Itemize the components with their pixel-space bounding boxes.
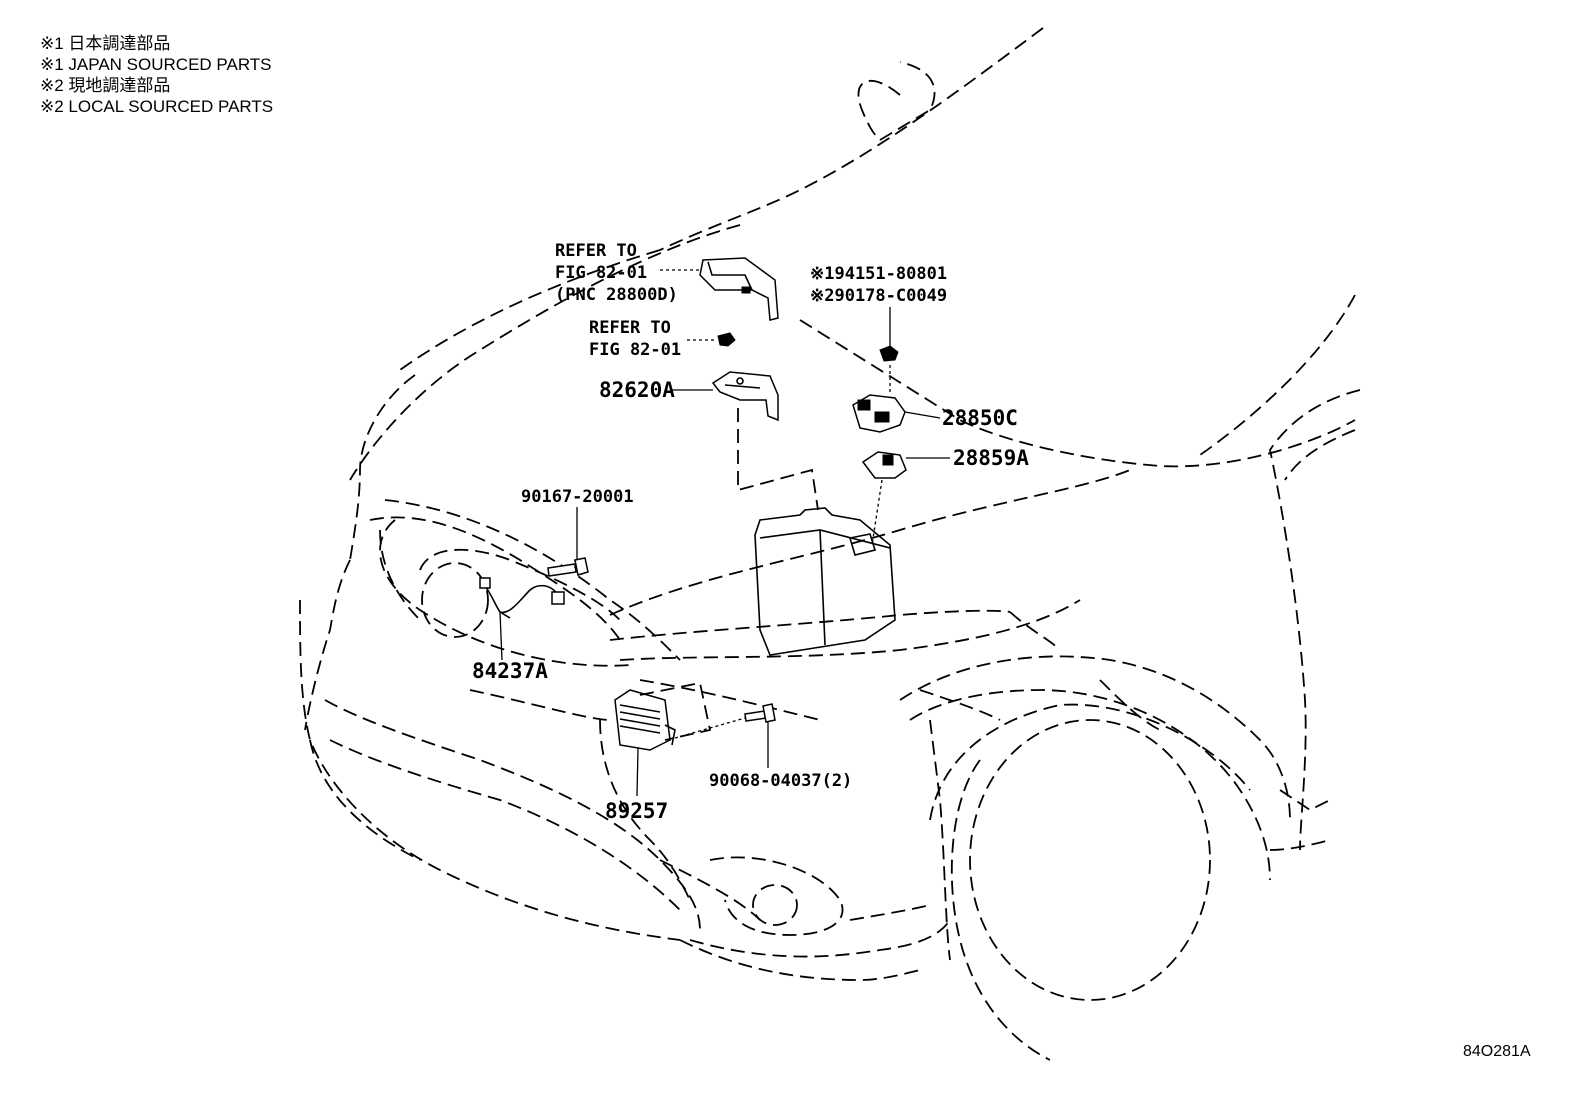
- label-refer2-line1: REFER TO: [589, 318, 671, 338]
- assembly-lines: [574, 365, 891, 741]
- part-90167-bolt: [547, 557, 589, 577]
- note-local-jp: ※2 現地調達部品: [40, 76, 171, 95]
- part-28800d-unit: [699, 257, 779, 321]
- label-82620a: 82620A: [599, 378, 675, 402]
- part-28850c-fuse-block: [852, 394, 906, 433]
- label-84237a: 84237A: [472, 659, 548, 683]
- part-84237a-wire: [479, 577, 565, 619]
- label-refer1-line1: REFER TO: [555, 241, 637, 261]
- label-refer1-line2: FIG 82-01: [555, 263, 647, 283]
- label-28850c: 28850C: [942, 406, 1018, 430]
- part-89257-module: [614, 689, 676, 751]
- part-clip-fig82-01: [717, 332, 736, 347]
- part-94151-nut: [879, 345, 899, 362]
- label-90068-04037: 90068-04037(2): [709, 771, 852, 791]
- note-japan-en: ※1 JAPAN SOURCED PARTS: [40, 55, 272, 74]
- label-94151-80801: ※194151-80801: [810, 264, 947, 284]
- part-labels: REFER TO FIG 82-01 (PNC 28800D) REFER TO…: [472, 241, 1531, 1060]
- note-japan-jp: ※1 日本調達部品: [40, 34, 171, 53]
- part-82620a-bracket: [711, 371, 779, 422]
- note-local-en: ※2 LOCAL SOURCED PARTS: [40, 97, 274, 116]
- leader-lines: [499, 269, 950, 797]
- label-89257: 89257: [605, 799, 668, 823]
- label-90167-20001: 90167-20001: [521, 487, 634, 507]
- label-90178-c0049: ※290178-C0049: [810, 286, 947, 306]
- vehicle-outline: [299, 27, 1361, 1061]
- figure-code: 84O281A: [1463, 1043, 1531, 1060]
- label-28859a: 28859A: [953, 446, 1029, 470]
- label-refer1-line3: (PNC 28800D): [555, 285, 678, 305]
- battery: [754, 507, 896, 656]
- source-notes: ※1 日本調達部品 ※1 JAPAN SOURCED PARTS ※2 現地調達…: [40, 33, 273, 117]
- part-90068-bolt: [744, 703, 776, 723]
- label-refer2-line2: FIG 82-01: [589, 340, 681, 360]
- part-28859a-terminal: [861, 451, 907, 479]
